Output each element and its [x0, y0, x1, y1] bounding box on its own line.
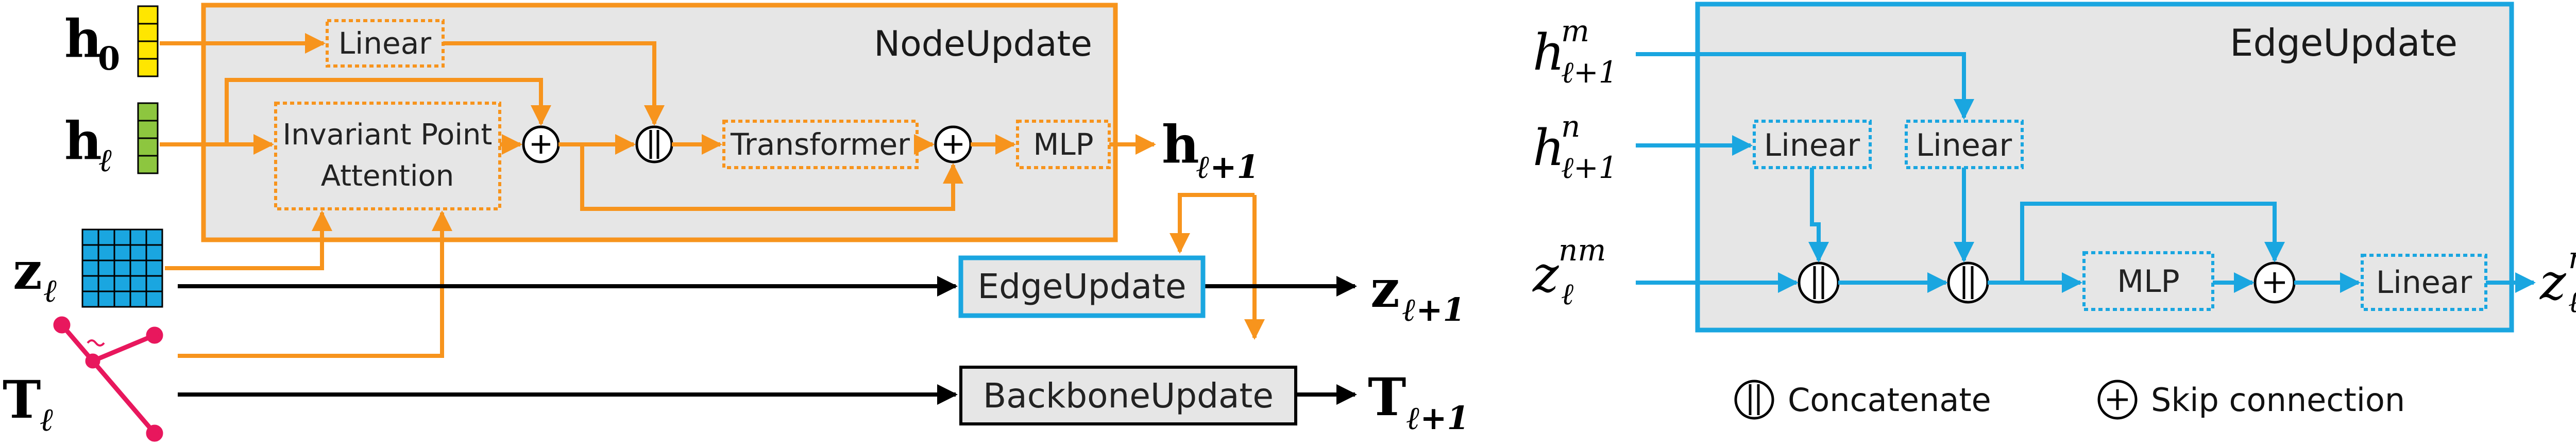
svg-text:h: h [64, 8, 102, 69]
node-skip-op-2 [934, 125, 972, 163]
svg-text:ℓ+1: ℓ+1 [1402, 291, 1465, 329]
svg-text:nm: nm [1558, 233, 1606, 268]
edge-concat-op-2 [1947, 261, 1989, 304]
edge-mlp-block [2082, 251, 2214, 311]
svg-text:0: 0 [98, 40, 120, 77]
svg-text:ℓ+1: ℓ+1 [1561, 55, 1618, 90]
ipa-block [274, 102, 501, 210]
edge-concat-op-1 [1798, 261, 1840, 304]
legend-skip-label: Skip connection [2151, 381, 2405, 419]
svg-text:h: h [1533, 24, 1565, 81]
output-hl1-label: h ℓ+1 [1162, 114, 1259, 186]
node-concat-op [635, 125, 673, 163]
svg-text:h: h [1162, 114, 1199, 175]
svg-text:z: z [1370, 258, 1400, 319]
svg-text:ℓ+1: ℓ+1 [1561, 150, 1618, 185]
edge-update-connectors [1636, 52, 2536, 293]
input-hn-label: h n ℓ+1 [1533, 109, 1618, 185]
main-flow-lines [178, 276, 1357, 405]
edge-linear-block-3 [2361, 254, 2487, 311]
input-z-label: z nm ℓ [1532, 233, 1606, 311]
svg-text:h: h [1533, 119, 1565, 177]
edge-linear-label-3: Linear [2376, 265, 2472, 301]
transformer-label: Transformer [730, 127, 910, 162]
svg-text:z: z [2539, 253, 2567, 311]
input-zl-label: z ℓ [13, 240, 58, 309]
legend-concat-symbol [1734, 380, 1774, 420]
zl-matrix-icon [81, 228, 163, 308]
legend-skip-symbol [2097, 380, 2138, 420]
svg-text:ℓ: ℓ [40, 401, 54, 438]
input-tl-label: T ℓ [3, 369, 54, 438]
svg-text:ℓ: ℓ [1561, 276, 1573, 311]
svg-text:ℓ: ℓ [44, 272, 58, 309]
edge-skip-op [2253, 261, 2296, 304]
input-h0-label: h 0 [64, 8, 120, 77]
node-mlp-block [1016, 120, 1111, 169]
ipa-label-line2: Attention [321, 159, 454, 193]
node-update-title: NodeUpdate [874, 24, 1092, 64]
node-linear-label: Linear [338, 26, 431, 61]
edge-update-box [958, 255, 1206, 318]
svg-text:h: h [64, 110, 102, 171]
edge-linear-label-2: Linear [1916, 127, 2012, 163]
svg-text:ℓ+1: ℓ+1 [1406, 399, 1469, 437]
output-z-label: z nm ℓ+1 [2539, 240, 2576, 319]
svg-text:nm: nm [2568, 240, 2576, 275]
legend-concat-label: Concatenate [1788, 381, 1991, 419]
input-hl-label: h ℓ [64, 110, 113, 179]
frame-axes-icon [53, 316, 163, 442]
edge-mlp-label: MLP [2117, 264, 2179, 300]
node-mlp-label: MLP [1033, 127, 1093, 162]
hl-vector-icon [137, 102, 159, 174]
node-update-connectors [160, 33, 1265, 358]
svg-text:T: T [3, 369, 41, 430]
edge-linear-label-1: Linear [1764, 127, 1860, 163]
output-zl1-label: z ℓ+1 [1370, 258, 1465, 329]
svg-text:ℓ+1: ℓ+1 [1196, 148, 1259, 186]
svg-text:z: z [1532, 245, 1560, 303]
svg-text:ℓ: ℓ [99, 141, 113, 179]
svg-text:z: z [13, 240, 42, 301]
edge-update-panel-title: EdgeUpdate [2230, 21, 2458, 64]
output-tl1-label: T ℓ+1 [1368, 367, 1469, 437]
svg-text:T: T [1368, 367, 1406, 428]
svg-text:m: m [1561, 13, 1589, 48]
backbone-update-box [959, 366, 1297, 425]
node-skip-op-1 [522, 125, 560, 163]
input-hm-label: h m ℓ+1 [1533, 13, 1618, 90]
svg-text:n: n [1561, 109, 1580, 144]
edge-update-box-label: EdgeUpdate [977, 267, 1186, 306]
ipa-label-line1: Invariant Point [283, 118, 493, 152]
backbone-update-box-label: BackboneUpdate [983, 376, 1274, 416]
svg-text:ℓ+1: ℓ+1 [2568, 284, 2576, 319]
h0-vector-icon [137, 5, 159, 77]
